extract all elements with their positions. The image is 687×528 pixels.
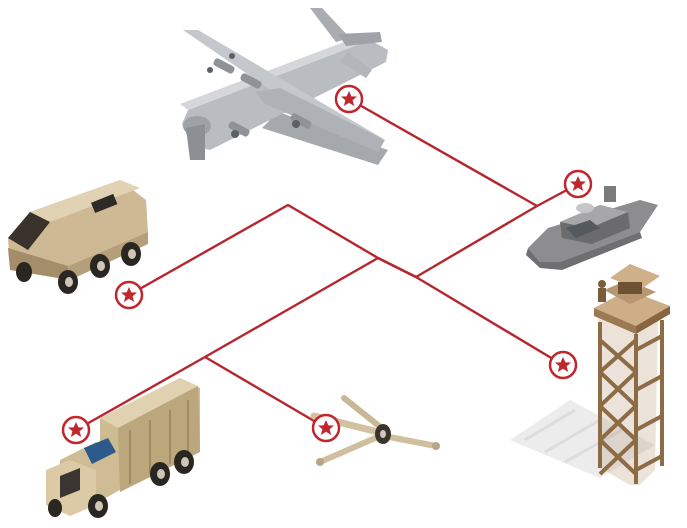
star-markers xyxy=(61,84,593,445)
watchtower-icon xyxy=(594,264,670,485)
marker-boat-star-icon xyxy=(563,169,593,199)
connection-lines xyxy=(75,97,579,432)
marker-vehicle-star-icon xyxy=(114,280,144,310)
line-vehicle-tower xyxy=(128,203,564,367)
marker-aircraft-star-icon xyxy=(334,84,364,114)
patrol-boat-icon xyxy=(526,186,658,270)
marker-tower-star-icon xyxy=(548,350,578,380)
line-aircraft-boat xyxy=(348,97,538,208)
armored-vehicle-icon xyxy=(8,180,148,294)
marker-artillery-star-icon xyxy=(311,413,341,443)
marker-truck-star-icon xyxy=(61,415,91,445)
military-truck-icon xyxy=(46,378,200,518)
military-aircraft-icon xyxy=(180,8,388,165)
line-truck-artillery xyxy=(204,355,327,430)
